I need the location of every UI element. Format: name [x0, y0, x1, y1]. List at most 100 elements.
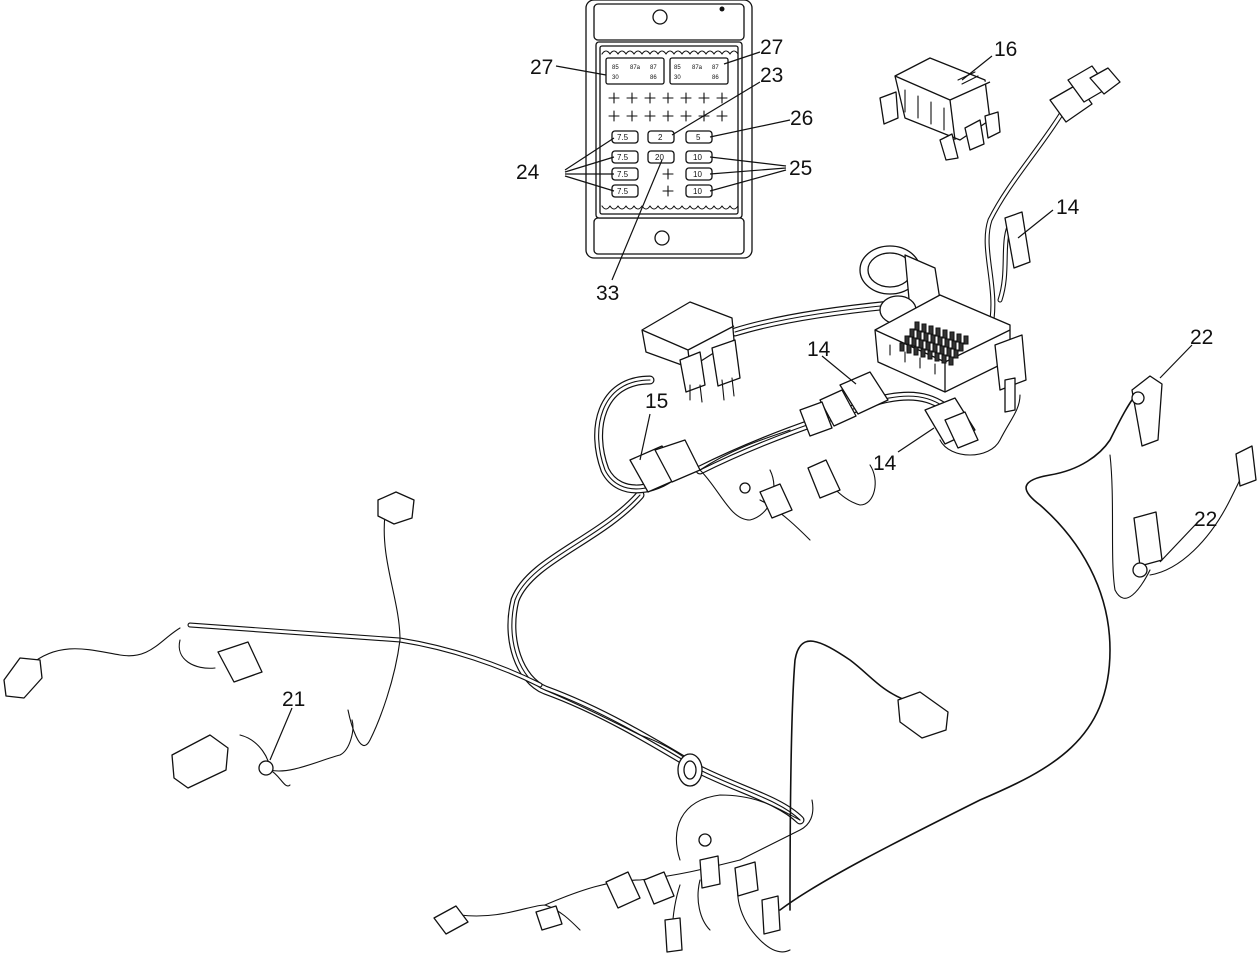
- fuse-block-pin: [948, 356, 954, 366]
- connector-left-harness-top: [377, 491, 415, 525]
- fuse-block-pin: [927, 350, 933, 360]
- callout-22-lower: 22: [1194, 508, 1217, 531]
- relay-right-pin-87a: 87a: [692, 65, 703, 71]
- fuse-label: 7.5: [617, 187, 629, 196]
- fuse-row-3: 7.5 10: [611, 167, 713, 181]
- fuse-label: 7.5: [617, 170, 629, 179]
- fuse-block-pin: [932, 343, 938, 353]
- fuse-slot: [626, 110, 638, 122]
- fuse-block-pin: [909, 328, 915, 338]
- fuse-block-pin: [934, 352, 940, 362]
- fuse-slot: [608, 92, 620, 104]
- connector-left-middle: [217, 641, 263, 683]
- fuse-block-pin: [913, 346, 919, 356]
- relay-right: 85 87a 87 30 86: [669, 57, 729, 85]
- fuse-slot: [680, 92, 692, 104]
- fuse-slot: [662, 168, 674, 180]
- callout-27-left: 27: [530, 56, 553, 79]
- relay-right-pin-85: 85: [674, 65, 681, 71]
- callout-33: 33: [596, 282, 619, 305]
- sensor-22-top: [1131, 375, 1163, 447]
- fuse-block-pin: [923, 332, 929, 342]
- connector-upper-right: [1004, 65, 1121, 269]
- fuse-box-top-bumps: [601, 50, 739, 210]
- connector-far-left: [3, 657, 43, 699]
- relay-left-pin-30: 30: [612, 75, 619, 81]
- connector-14-middle: [799, 371, 889, 437]
- relay-left: 85 87a 87 30 86: [605, 57, 665, 85]
- fuse-block-pin: [939, 345, 945, 355]
- fuse-block-assembly: [874, 294, 1027, 413]
- fuse-slot: [716, 110, 728, 122]
- relay-left-pin-86: 86: [650, 75, 657, 81]
- fuse-block-pin: [958, 342, 964, 352]
- fuse-block-pin: [899, 342, 905, 352]
- fuse-block-pin: [928, 325, 934, 335]
- fuse-block-pin: [906, 344, 912, 354]
- fuse-block-pin: [904, 335, 910, 345]
- fuse-block-pin: [911, 337, 917, 347]
- fuse-block-pin: [949, 331, 955, 341]
- connector-14-lower: [924, 397, 979, 449]
- callout-21: 21: [282, 688, 305, 711]
- fuse-slot: [662, 92, 674, 104]
- fuse-slot: [716, 92, 728, 104]
- sensor-connectors-center: [739, 459, 841, 519]
- fuse-block-pin: [918, 339, 924, 349]
- fuse-label: 10: [693, 187, 702, 196]
- fuse-row-1: 7.5 2 5: [611, 130, 713, 144]
- bulkhead-connector: [859, 245, 941, 325]
- fuse-label: 2: [658, 133, 663, 142]
- callout-14-middle: 14: [807, 338, 831, 361]
- relay-right-pin-87: 87: [712, 65, 719, 71]
- fuse-block-pin: [935, 327, 941, 337]
- fuse-slot: [698, 92, 710, 104]
- connector-center-grommet: [677, 753, 703, 787]
- connector-far-right: [1235, 445, 1257, 487]
- fuse-block-pin: [951, 340, 957, 350]
- callout-23: 23: [760, 64, 783, 87]
- fuse-label: 7.5: [617, 133, 629, 142]
- fuse-block-pin: [921, 323, 927, 333]
- fuse-slot: [644, 92, 656, 104]
- fuse-box-detail: 85 87a 87 30 86 85 87a 87 30 86 7.5 2 5 …: [585, 0, 753, 259]
- ecu-connector: [641, 301, 741, 403]
- callout-16: 16: [994, 38, 1017, 61]
- fuse-row-4: 7.5 10: [611, 184, 713, 198]
- fuse-block-pin: [944, 338, 950, 348]
- connector-21-plug: [171, 734, 274, 789]
- relay-left-pin-85: 85: [612, 65, 619, 71]
- connector-15: [629, 439, 701, 493]
- fuse-block-pin: [956, 333, 962, 343]
- relay-right-pin-86: 86: [712, 75, 719, 81]
- fuse-slot: [662, 110, 674, 122]
- fuse-block-pin: [963, 335, 969, 345]
- fuse-block-pin: [946, 347, 952, 357]
- fuse-label: 20: [655, 153, 664, 162]
- fuse-block-pins: [899, 321, 969, 366]
- relay-left-pin-87: 87: [650, 65, 657, 71]
- fuse-label: 7.5: [617, 153, 629, 162]
- fuse-label: 5: [696, 133, 701, 142]
- callouts: 27 27 23 26 24 25 33 16 14 14 14 15 22 2…: [269, 36, 1217, 761]
- fuse-label: 10: [693, 153, 702, 162]
- fuse-block-pin: [914, 321, 920, 331]
- fuse-block-pin: [937, 336, 943, 346]
- callout-22-upper: 22: [1190, 326, 1213, 349]
- fuse-block-pin: [953, 349, 959, 359]
- fuse-row-2: 7.5 20 10: [611, 150, 713, 164]
- sensor-22-bottom: [1132, 511, 1163, 578]
- relay-right-pin-30: 30: [674, 75, 681, 81]
- fuse-slot: [608, 110, 620, 122]
- callout-15: 15: [645, 390, 668, 413]
- fuse-slot: [644, 110, 656, 122]
- callout-26: 26: [790, 107, 813, 130]
- callout-27-right: 27: [760, 36, 783, 59]
- fuse-slot: [662, 185, 674, 197]
- fuse-block-pin: [916, 330, 922, 340]
- fuse-block-pin: [925, 341, 931, 351]
- fuse-slot: [680, 110, 692, 122]
- fuse-block-pin: [930, 334, 936, 344]
- connector-bottom-right-plug: [897, 691, 949, 739]
